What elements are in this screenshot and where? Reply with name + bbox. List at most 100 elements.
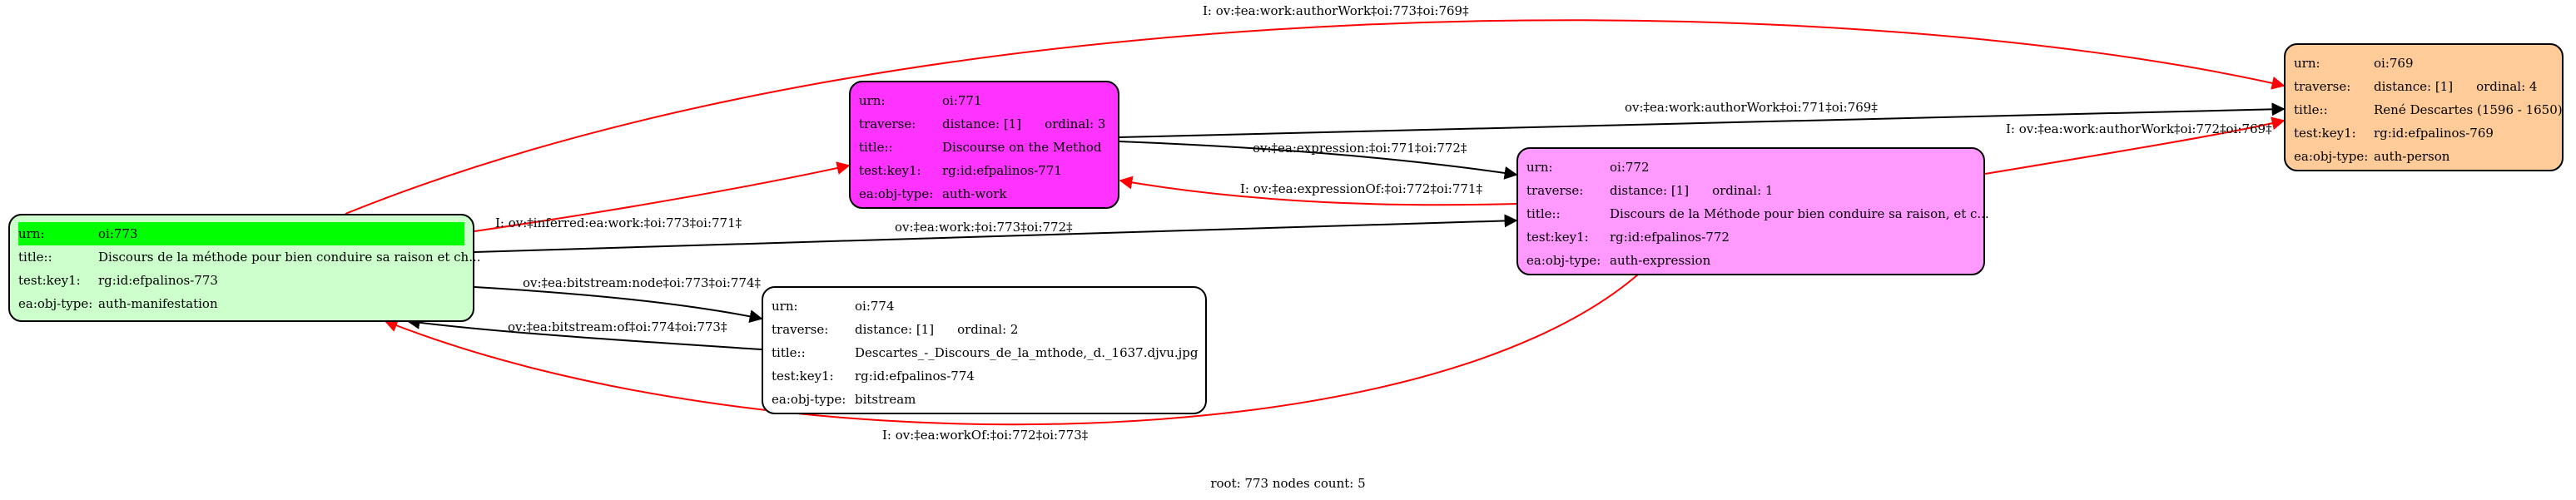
node-773-title-row: title:: Discours de la méthode pour bien… <box>18 245 481 269</box>
node-774-distance: distance: [1] <box>855 322 935 337</box>
graph-footer: root: 773 nodes count: 5 <box>1210 476 1366 491</box>
node-773-testkey-row: test:key1: rg:id:efpalinos-773 <box>18 269 464 292</box>
node-771-testkey: rg:id:efpalinos-771 <box>942 163 1062 178</box>
edge-label-e4: I: ov:‡inferred:ea:work:‡oi:773‡oi:771‡ <box>495 215 742 230</box>
node-772-urn-key: urn: <box>1526 160 1553 175</box>
node-771-traverse-key: traverse: <box>859 116 916 131</box>
edge-label-e1: I: ov:‡ea:work:authorWork‡oi:773‡oi:769‡ <box>1203 3 1469 18</box>
node-769-traverse-key: traverse: <box>2294 79 2351 94</box>
node-771-traverse-row: traverse: distance: [1] ordinal: 3 <box>859 112 1109 136</box>
node-773-urn-key: urn: <box>18 226 45 241</box>
node-773-testkey-key: test:key1: <box>18 273 81 288</box>
node-769-urn-key: urn: <box>2294 56 2320 71</box>
node-772-title: Discours de la Méthode pour bien conduir… <box>1610 206 1989 221</box>
node-774-title-key: title:: <box>772 345 806 360</box>
node-769-urn-row: urn: oi:769 <box>2294 52 2554 75</box>
node-771-urn-row: urn: oi:771 <box>859 89 1109 112</box>
node-774-urn-row: urn: oi:774 <box>772 295 1197 318</box>
node-772-ordinal: ordinal: 1 <box>1712 183 1774 198</box>
node-769-objtype: auth-person <box>2374 149 2450 164</box>
node-771-urn: oi:771 <box>942 93 982 108</box>
node-772-title-row: title:: Discours de la Méthode pour bien… <box>1526 202 1989 225</box>
node-769-distance: distance: [1] <box>2374 79 2454 94</box>
node-774-traverse-row: traverse: distance: [1] ordinal: 2 <box>772 318 1197 341</box>
edge-774-773-bitstream-of <box>406 315 762 350</box>
node-774-traverse-key: traverse: <box>772 322 829 337</box>
node-772-testkey-row: test:key1: rg:id:efpalinos-772 <box>1526 225 1975 249</box>
node-773-title-key: title:: <box>18 250 52 265</box>
node-773-objtype-key: ea:obj-type: <box>18 296 93 311</box>
edge-label-e9: ov:‡ea:bitstream:of‡oi:774‡oi:773‡ <box>508 319 727 334</box>
node-773-urn-row: urn: oi:773 <box>18 222 464 245</box>
node-769-ordinal: ordinal: 4 <box>2476 79 2538 94</box>
node-771-testkey-row: test:key1: rg:id:efpalinos-771 <box>859 159 1109 182</box>
node-772-objtype: auth-expression <box>1610 253 1711 268</box>
node-769-title-key: title:: <box>2294 102 2328 117</box>
edge-label-e5: ov:‡ea:expression:‡oi:771‡oi:772‡ <box>1253 141 1467 156</box>
edge-771-769-authorwork <box>1118 102 2286 138</box>
node-771-testkey-key: test:key1: <box>859 163 921 178</box>
node-769-objtype-row: ea:obj-type: auth-person <box>2294 145 2554 168</box>
node-774-objtype-key: ea:obj-type: <box>772 392 846 407</box>
edge-label-e7: ov:‡ea:work:‡oi:773‡oi:772‡ <box>895 220 1073 235</box>
node-773-testkey: rg:id:efpalinos-773 <box>98 273 218 288</box>
node-769-title: René Descartes (1596 - 1650) <box>2374 102 2563 117</box>
node-771-ordinal: ordinal: 3 <box>1045 116 1106 131</box>
node-771-objtype: auth-work <box>942 186 1007 201</box>
node-769-traverse-row: traverse: distance: [1] ordinal: 4 <box>2294 75 2554 98</box>
node-771-title-key: title:: <box>859 140 893 155</box>
node-769-objtype-key: ea:obj-type: <box>2294 149 2369 164</box>
edge-772-769-authorwork <box>1984 116 2286 175</box>
node-772-distance: distance: [1] <box>1610 183 1690 198</box>
node-773-title: Discours de la méthode pour bien conduir… <box>98 250 481 265</box>
node-769-title-row: title:: René Descartes (1596 - 1650) <box>2294 98 2563 121</box>
node-771-urn-key: urn: <box>859 93 886 108</box>
node-774-title-row: title:: Descartes_-_Discours_de_la_mthod… <box>772 341 1199 364</box>
node-772[interactable]: urn: oi:772 traverse: distance: [1] ordin… <box>1516 147 1989 275</box>
node-769-testkey-row: test:key1: rg:id:efpalinos-769 <box>2294 121 2554 145</box>
node-769-testkey-key: test:key1: <box>2294 126 2356 141</box>
edge-773-771-inferred <box>474 161 851 232</box>
edge-label-e6: I: ov:‡ea:expressionOf:‡oi:772‡oi:771‡ <box>1240 181 1482 196</box>
node-772-objtype-row: ea:obj-type: auth-expression <box>1526 249 1975 272</box>
node-774[interactable]: urn: oi:774 traverse: distance: [1] ordin… <box>762 286 1207 414</box>
node-774-objtype: bitstream <box>855 392 916 407</box>
node-774-testkey: rg:id:efpalinos-774 <box>855 369 975 384</box>
edge-label-e3: I: ov:‡ea:work:authorWork‡oi:772‡oi:769‡ <box>2006 121 2272 136</box>
node-773-objtype-row: ea:obj-type: auth-manifestation <box>18 292 464 315</box>
node-771-title-row: title:: Discourse on the Method <box>859 136 1109 159</box>
node-773-urn: oi:773 <box>98 226 138 241</box>
edge-773-772-work <box>474 214 1518 253</box>
edge-773-774-bitstream-node <box>474 286 763 324</box>
node-773-objtype: auth-manifestation <box>98 296 218 311</box>
node-769[interactable]: urn: oi:769 traverse: distance: [1] ordin… <box>2284 43 2564 171</box>
node-774-urn: oi:774 <box>855 299 895 314</box>
node-774-urn-key: urn: <box>772 299 798 314</box>
node-774-objtype-row: ea:obj-type: bitstream <box>772 388 1197 411</box>
node-769-testkey: rg:id:efpalinos-769 <box>2374 126 2494 141</box>
node-771-objtype-key: ea:obj-type: <box>859 186 934 201</box>
node-772-title-key: title:: <box>1526 206 1561 221</box>
edge-772-771-expressionof <box>1119 176 1517 206</box>
node-772-urn-row: urn: oi:772 <box>1526 156 1975 179</box>
node-772-testkey-key: test:key1: <box>1526 230 1589 245</box>
node-774-title: Descartes_-_Discours_de_la_mthode,_d._16… <box>855 345 1199 360</box>
node-771[interactable]: urn: oi:771 traverse: distance: [1] ordin… <box>849 81 1119 209</box>
edge-label-e8: ov:‡ea:bitstream:node‡oi:773‡oi:774‡ <box>523 275 762 290</box>
node-771-distance: distance: [1] <box>942 116 1022 131</box>
node-774-ordinal: ordinal: 2 <box>957 322 1019 337</box>
node-774-testkey-key: test:key1: <box>772 369 834 384</box>
node-772-traverse-row: traverse: distance: [1] ordinal: 1 <box>1526 179 1975 202</box>
node-773[interactable]: urn: oi:773 title:: Discours de la métho… <box>8 214 481 322</box>
node-769-urn: oi:769 <box>2374 56 2414 71</box>
edge-label-e10: I: ov:‡ea:workOf:‡oi:772‡oi:773‡ <box>882 428 1089 443</box>
node-772-urn: oi:772 <box>1610 160 1650 175</box>
edge-771-772-expression <box>1118 141 1518 180</box>
edge-label-e2: ov:‡ea:work:authorWork‡oi:771‡oi:769‡ <box>1625 100 1878 115</box>
node-771-title: Discourse on the Method <box>942 140 1102 155</box>
edge-773-769-authorwork <box>345 19 2286 215</box>
node-772-testkey: rg:id:efpalinos-772 <box>1610 230 1730 245</box>
node-772-traverse-key: traverse: <box>1526 183 1584 198</box>
node-772-objtype-key: ea:obj-type: <box>1526 253 1601 268</box>
